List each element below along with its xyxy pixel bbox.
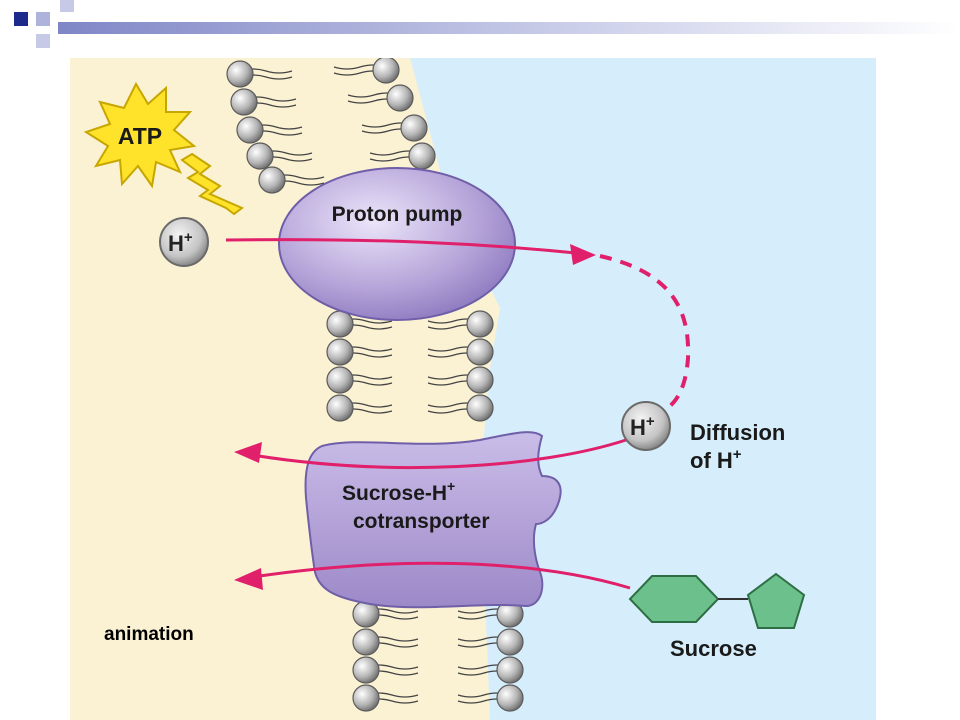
diffusion-arrow: [245, 438, 627, 470]
lipid-head: [466, 366, 494, 394]
proton-pump-label: Proton pump: [332, 203, 463, 226]
lipid-head: [466, 394, 494, 422]
lipid-head: [326, 366, 354, 394]
lipid-head: [258, 166, 286, 194]
lipid-head: [352, 656, 380, 684]
sucrose-glucose-ring: [628, 575, 720, 623]
lipid-head: [400, 114, 428, 142]
lipid-head: [326, 394, 354, 422]
sucrose-arrow: [245, 561, 631, 590]
lipid-head: [496, 656, 524, 684]
lipid-head: [386, 84, 414, 112]
proton-ion-left-charge: +: [184, 229, 193, 246]
cotransporter-charge: +: [447, 478, 455, 494]
lipid-head: [236, 116, 264, 144]
energy-zigzag: [180, 152, 244, 216]
proton-pump-arrow: [225, 238, 587, 256]
lipid-bilayer: [226, 58, 524, 712]
lipid-head: [230, 88, 258, 116]
lipid-head: [466, 338, 494, 366]
cotransport-figure: Proton pump Sucrose-H+ cotransporter ATP…: [70, 58, 876, 720]
diffusion-label-line1: Diffusion: [690, 420, 785, 445]
proton-ion-left: [159, 217, 209, 267]
slide-logo: [14, 0, 960, 48]
diffusion-path-dashed: [599, 254, 691, 412]
cotransporter-label-line1: Sucrose-H+: [342, 478, 455, 505]
sucrose-cotransporter: [304, 431, 562, 609]
lipid-head: [352, 628, 380, 656]
proton-ion-left-label: H+: [168, 229, 193, 256]
proton-ion-right-label: H+: [630, 413, 655, 440]
lipid-head: [352, 684, 380, 712]
diffusion-label-charge: +: [733, 446, 742, 463]
cotransporter-text: Sucrose-H: [342, 482, 447, 505]
lipid-head: [326, 338, 354, 366]
proton-ion-right: [621, 401, 671, 451]
logo-square-mid: [36, 34, 50, 48]
cotransporter-label-line2: cotransporter: [353, 510, 490, 533]
lipid-head: [246, 142, 274, 170]
atp-label: ATP: [118, 123, 162, 149]
proton-ion-right-charge: +: [646, 413, 655, 430]
proton-pump: [278, 167, 516, 321]
sucrose-label: Sucrose: [670, 636, 757, 661]
lipid-head: [496, 684, 524, 712]
diffusion-arrowhead: [234, 442, 262, 463]
logo-square-dark: [14, 12, 28, 26]
lipid-head: [326, 310, 354, 338]
animation-link[interactable]: animation: [104, 624, 194, 645]
lipid-head: [466, 310, 494, 338]
lipid-head: [226, 60, 254, 88]
sucrose-arrowhead: [234, 568, 263, 590]
proton-ion-left-symbol: H: [168, 231, 184, 256]
proton-pump-arrowhead: [570, 244, 596, 265]
proton-ion-right-symbol: H: [630, 415, 646, 440]
lipid-head: [408, 142, 436, 170]
lipid-head: [496, 628, 524, 656]
logo-square-pale: [60, 0, 74, 12]
diffusion-label-text: of H: [690, 448, 733, 473]
lipid-head: [372, 58, 400, 84]
diffusion-label-line2: of H+: [690, 446, 742, 473]
atp-star: [83, 81, 197, 189]
logo-bar: [58, 22, 960, 34]
sucrose-fructose-ring: [746, 572, 806, 629]
logo-square-light: [36, 12, 50, 26]
